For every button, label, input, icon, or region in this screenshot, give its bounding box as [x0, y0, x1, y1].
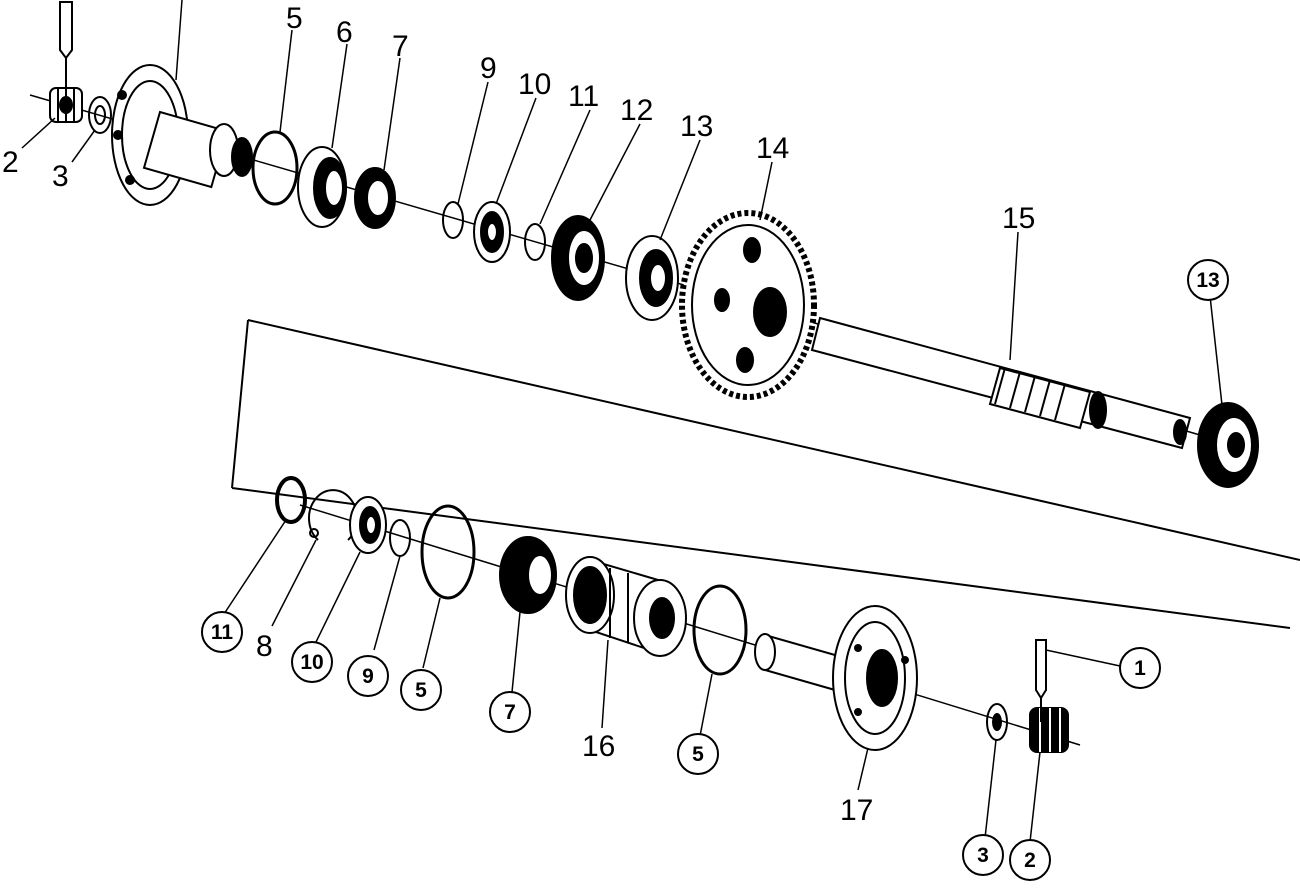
callout-9-circled: 9 [362, 665, 374, 688]
callout-6: 6 [336, 16, 353, 49]
callout-3-top: 3 [52, 160, 69, 193]
leader-lines [21, 0, 1223, 843]
circle-5-left [400, 669, 442, 711]
o-ring-5-bottom-left [420, 504, 476, 600]
callout-7-top: 7 [392, 30, 409, 63]
oil-seal-top [297, 146, 347, 228]
callouts-plain: 2 3 5 6 7 9 10 11 12 13 14 15 8 16 17 [2, 2, 1035, 827]
o-ring-top [251, 130, 299, 206]
callout-13-top: 13 [680, 110, 713, 143]
washer-top [88, 96, 112, 134]
callout-5-circled-left: 5 [415, 679, 427, 702]
splined-shaft [810, 316, 1192, 450]
circle-3-bottom [962, 834, 1004, 876]
connector-frame [231, 319, 1300, 629]
o-ring-5-bottom-right [692, 584, 748, 676]
circle-10 [291, 641, 333, 683]
callout-11-circled: 11 [211, 621, 234, 644]
circle-7 [489, 691, 531, 733]
circle-1 [1119, 647, 1161, 689]
circle-2-bottom [1009, 839, 1051, 881]
castle-nut-bottom [1029, 707, 1069, 753]
callout-8: 8 [256, 630, 273, 663]
snap-ring-11-bottom [275, 476, 307, 524]
callout-3-circled: 3 [977, 844, 989, 867]
cotter-pin-bottom [1035, 639, 1047, 722]
callout-10-top: 10 [518, 68, 551, 101]
bearing-top-small [354, 167, 396, 229]
cotter-pin-top [59, 1, 73, 90]
callout-9-top: 9 [480, 52, 497, 85]
flange-housing-top [111, 64, 253, 206]
callouts-circled [201, 259, 1229, 881]
bearing-12-top [551, 215, 605, 301]
bearing-10-bottom [349, 496, 387, 554]
spur-gear [679, 210, 817, 400]
callout-15: 15 [1002, 202, 1035, 235]
flange-17 [754, 605, 918, 751]
callout-13-circled: 13 [1196, 269, 1219, 292]
callout-2-top: 2 [2, 146, 19, 179]
callout-14: 14 [756, 132, 789, 165]
callouts-circled-text: 13 11 10 9 5 7 5 1 3 2 [211, 269, 1220, 872]
callout-1-circled: 1 [1134, 657, 1146, 680]
sleeve-16 [565, 556, 687, 657]
circle-13 [1187, 259, 1229, 301]
needle-bearing-7 [499, 536, 557, 614]
bearing-10-top [473, 201, 511, 263]
callout-2-circled: 2 [1024, 849, 1036, 872]
callout-12: 12 [620, 94, 653, 127]
bearing-13-shaft-end [1197, 402, 1259, 488]
circle-9 [347, 655, 389, 697]
castle-nut-top [49, 87, 83, 123]
circle-5-right [677, 733, 719, 775]
callout-11-top: 11 [568, 80, 599, 113]
callout-7-circled: 7 [504, 701, 516, 724]
bearing-13-top [625, 235, 679, 321]
callout-10-circled: 10 [300, 651, 323, 674]
lower-axis-line [299, 504, 1081, 746]
snap-ring-top [442, 201, 464, 239]
callout-17: 17 [840, 794, 873, 827]
callout-5-top: 5 [286, 2, 303, 35]
callout-5-circled-right: 5 [692, 743, 704, 766]
callout-16: 16 [582, 730, 615, 763]
washer-bottom [986, 703, 1008, 741]
circle-11 [201, 611, 243, 653]
snap-ring-11-top [524, 223, 546, 261]
